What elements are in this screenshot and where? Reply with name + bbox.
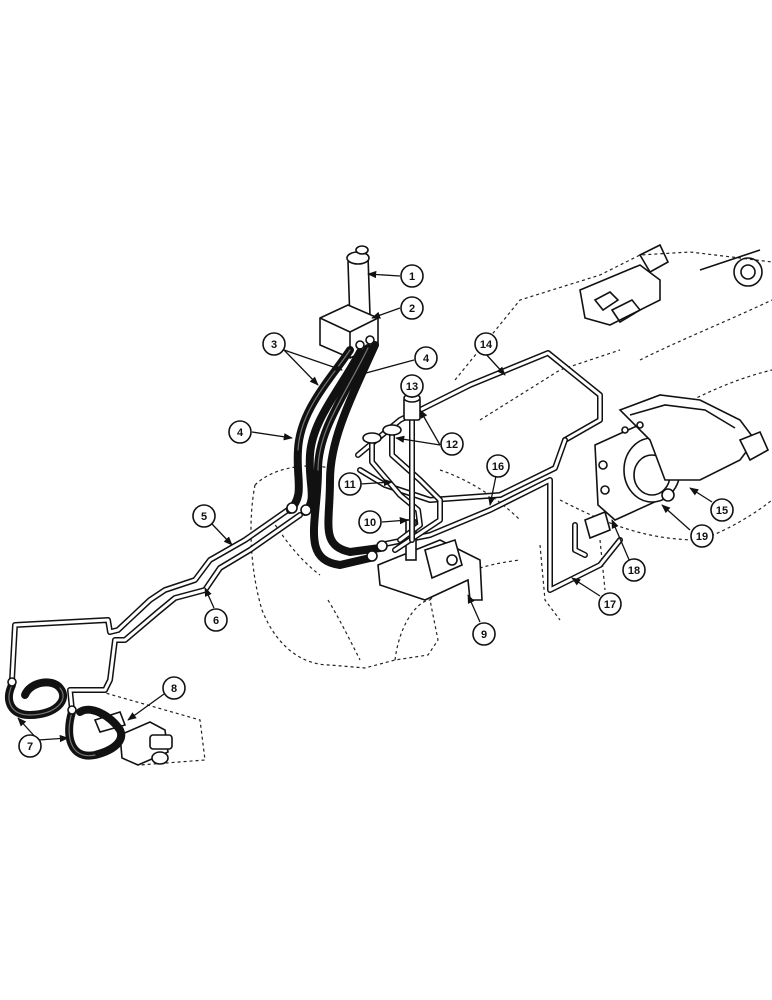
callout-5: 5 (192, 504, 216, 528)
steering-pump-assembly (584, 394, 770, 540)
callout-7: 7 (18, 734, 42, 758)
callout-15-label: 15 (716, 505, 728, 517)
callout-12: 12 (440, 432, 464, 456)
leader-lines (17, 270, 713, 743)
flexible-hoses-7 (5, 677, 126, 760)
callout-19: 19 (690, 524, 714, 548)
callout-2: 2 (400, 296, 424, 320)
callout-18-label: 18 (628, 565, 640, 577)
steel-tubes-5-6 (9, 502, 303, 713)
callout-9-label: 9 (481, 629, 487, 641)
callout-17: 17 (598, 592, 622, 616)
callout-18: 18 (622, 558, 646, 582)
callout-17-label: 17 (604, 599, 616, 611)
callout-5-label: 5 (201, 511, 207, 523)
callout-14: 14 (474, 332, 498, 356)
callout-16: 16 (486, 454, 510, 478)
callout-9: 9 (472, 622, 496, 646)
callout-1: 1 (400, 264, 424, 288)
steel-tube-16-17 (377, 477, 623, 593)
callout-8-label: 8 (171, 683, 177, 695)
callout-3: 3 (262, 332, 286, 356)
callout-7-label: 7 (27, 741, 33, 753)
callout-19-label: 19 (696, 531, 708, 543)
callout-10: 10 (358, 510, 382, 534)
callout-11: 11 (338, 472, 362, 496)
callout-1-label: 1 (409, 271, 415, 283)
callout-4-upper: 4 (414, 346, 438, 370)
callout-2-label: 2 (409, 303, 415, 315)
callout-13-label: 13 (406, 381, 418, 393)
callout-10-label: 10 (364, 517, 376, 529)
callout-13: 13 (400, 374, 424, 398)
callout-4-lower-label: 4 (237, 427, 244, 439)
callout-15: 15 (710, 498, 734, 522)
flexible-hoses-3-4 (286, 341, 388, 569)
callout-6: 6 (204, 608, 228, 632)
callout-12-label: 12 (446, 439, 458, 451)
callout-16-label: 16 (492, 461, 504, 473)
callout-3-label: 3 (271, 339, 277, 351)
steering-cylinder-8 (93, 711, 173, 766)
callout-6-label: 6 (213, 615, 219, 627)
callout-14-label: 14 (480, 339, 493, 351)
callout-11-label: 11 (344, 479, 356, 491)
transmission-top-detail (579, 243, 763, 326)
callout-8: 8 (162, 676, 186, 700)
callout-4-lower: 4 (228, 420, 252, 444)
callout-4-upper-label: 4 (423, 353, 430, 365)
steering-column-1 (346, 245, 371, 324)
